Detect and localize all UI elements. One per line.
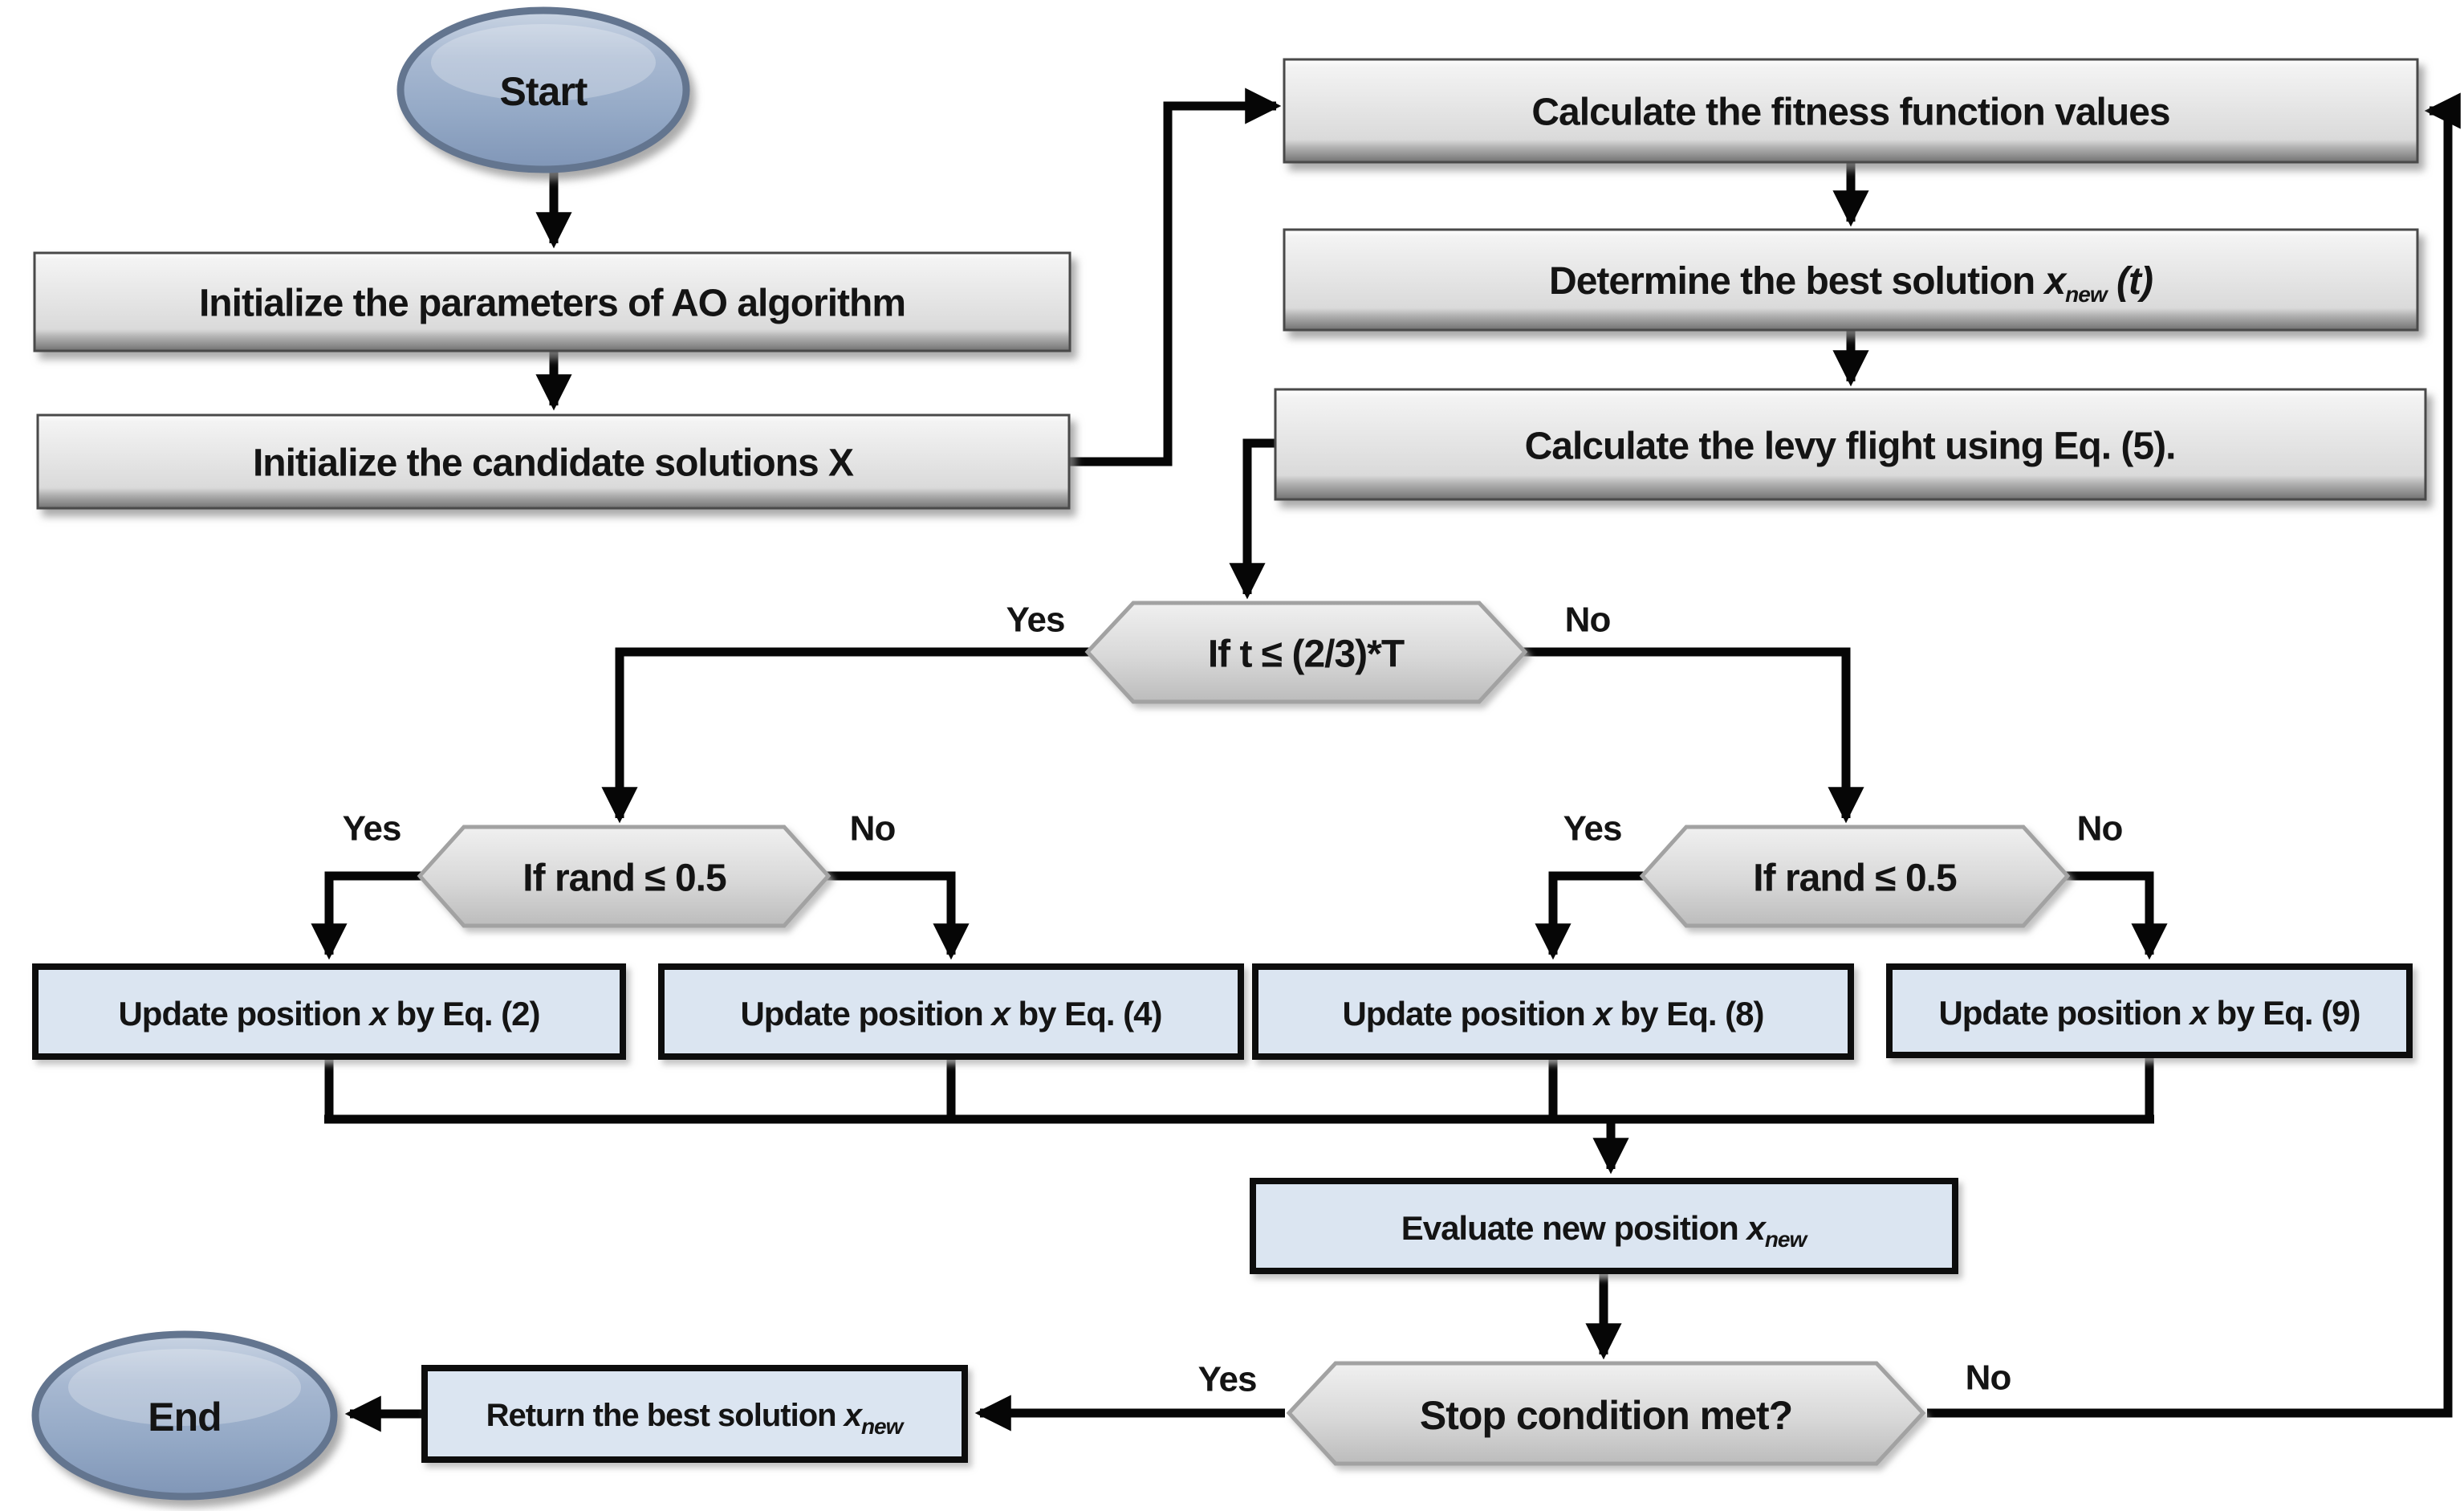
- determine-label: Determine the best solution xnew (t): [1549, 260, 2153, 307]
- node-update-eq9: Update position x by Eq. (9): [1886, 963, 2413, 1058]
- edge-rand-right-yes: [1535, 871, 1646, 960]
- evaluate-shape: [1250, 1178, 1958, 1274]
- update-eq4-shape: [658, 963, 1244, 1060]
- start-terminal-shape: [396, 6, 690, 173]
- init-params-shape: [33, 251, 1071, 352]
- node-update-eq4: Update position x by Eq. (4): [658, 963, 1244, 1060]
- update-eq8-shape: [1252, 963, 1854, 1060]
- update-eq8-label: Update position x by Eq. (8): [1342, 995, 1763, 1032]
- node-update-eq2: Update position x by Eq. (2): [32, 963, 626, 1060]
- node-levy: Calculate the levy flight using Eq. (5).: [1274, 388, 2427, 501]
- cond-time-shape: [1084, 601, 1528, 704]
- levy-shape: [1274, 388, 2427, 501]
- fitness-shape: [1283, 58, 2419, 164]
- node-cond-rand-left: If rand ≤ 0.5: [417, 825, 831, 928]
- node-fitness: Calculate the fitness function values: [1283, 58, 2419, 164]
- end-highlight: [68, 1349, 301, 1426]
- label-rand-right-yes: Yes: [1563, 809, 1622, 849]
- label-stop-no: No: [1966, 1358, 2011, 1398]
- fitness-label: Calculate the fitness function values: [1531, 92, 2169, 134]
- edge-rand-left-no: [824, 871, 970, 960]
- edge-stop-no-feedback: [1927, 92, 2461, 1418]
- update-eq2-shape: [32, 963, 626, 1060]
- label-cond-time-no: No: [1565, 601, 1611, 640]
- node-evaluate: Evaluate new position xnew: [1250, 1178, 1958, 1274]
- node-cond-rand-right: If rand ≤ 0.5: [1639, 825, 2071, 928]
- end-label: End: [148, 1395, 221, 1440]
- levy-label: Calculate the levy flight using Eq. (5).: [1525, 426, 2176, 468]
- edge-rand-right-no: [2063, 871, 2168, 960]
- edge-rand-left-yes: [311, 871, 424, 960]
- update-eq9-shape: [1886, 963, 2413, 1058]
- edge-candidates-to-fitness: [1069, 88, 1282, 466]
- update-eq4-label: Update position x by Eq. (4): [740, 995, 1161, 1032]
- edge-levy-to-cond-time: [1229, 438, 1278, 600]
- branch-labels: Yes No Yes No Yes No Yes No: [343, 601, 2124, 1399]
- stop-shape: [1286, 1361, 1926, 1466]
- init-params-label: Initialize the parameters of AO algorith…: [199, 283, 905, 325]
- node-init-params: Initialize the parameters of AO algorith…: [33, 251, 1071, 352]
- evaluate-label: Evaluate new position xnew: [1401, 1209, 1809, 1252]
- node-cond-time: If t ≤ (2/3)*T: [1084, 601, 1528, 704]
- node-stop: Stop condition met?: [1286, 1361, 1926, 1466]
- update-eq9-label: Update position x by Eq. (9): [1938, 994, 2360, 1032]
- start-highlight: [431, 24, 656, 101]
- init-candidates-label: Initialize the candidate solutions X: [253, 442, 854, 485]
- cond-rand-left-shape: [417, 825, 831, 928]
- cond-rand-right-shape: [1639, 825, 2071, 928]
- connectors: [311, 88, 2461, 1432]
- cond-rand-right-label: If rand ≤ 0.5: [1753, 857, 1957, 900]
- label-cond-time-yes: Yes: [1006, 601, 1065, 640]
- start-label: Start: [500, 69, 588, 114]
- cond-time-label: If t ≤ (2/3)*T: [1208, 633, 1405, 676]
- label-rand-left-no: No: [850, 809, 896, 849]
- node-determine: Determine the best solution xnew (t): [1283, 228, 2419, 332]
- label-rand-right-no: No: [2077, 809, 2123, 849]
- node-update-eq8: Update position x by Eq. (8): [1252, 963, 1854, 1060]
- label-stop-yes: Yes: [1198, 1360, 1257, 1399]
- end-terminal-shape: [31, 1330, 338, 1501]
- return-label: Return the best solution xnew: [486, 1398, 905, 1439]
- init-candidates-shape: [36, 413, 1071, 510]
- edge-cond-time-yes: [601, 647, 1092, 824]
- node-end: End: [31, 1330, 338, 1501]
- update-eq2-label: Update position x by Eq. (2): [118, 995, 539, 1032]
- node-start: Start: [396, 6, 690, 173]
- node-init-candidates: Initialize the candidate solutions X: [36, 413, 1071, 510]
- determine-shape: [1283, 228, 2419, 332]
- node-return: Return the best solution xnew: [421, 1365, 968, 1463]
- return-shape: [421, 1365, 968, 1463]
- cond-rand-left-label: If rand ≤ 0.5: [522, 857, 726, 900]
- edge-cond-time-no: [1521, 647, 1864, 824]
- stop-label: Stop condition met?: [1420, 1393, 1792, 1438]
- merge-bus: [324, 1058, 2154, 1124]
- label-rand-left-yes: Yes: [343, 809, 401, 849]
